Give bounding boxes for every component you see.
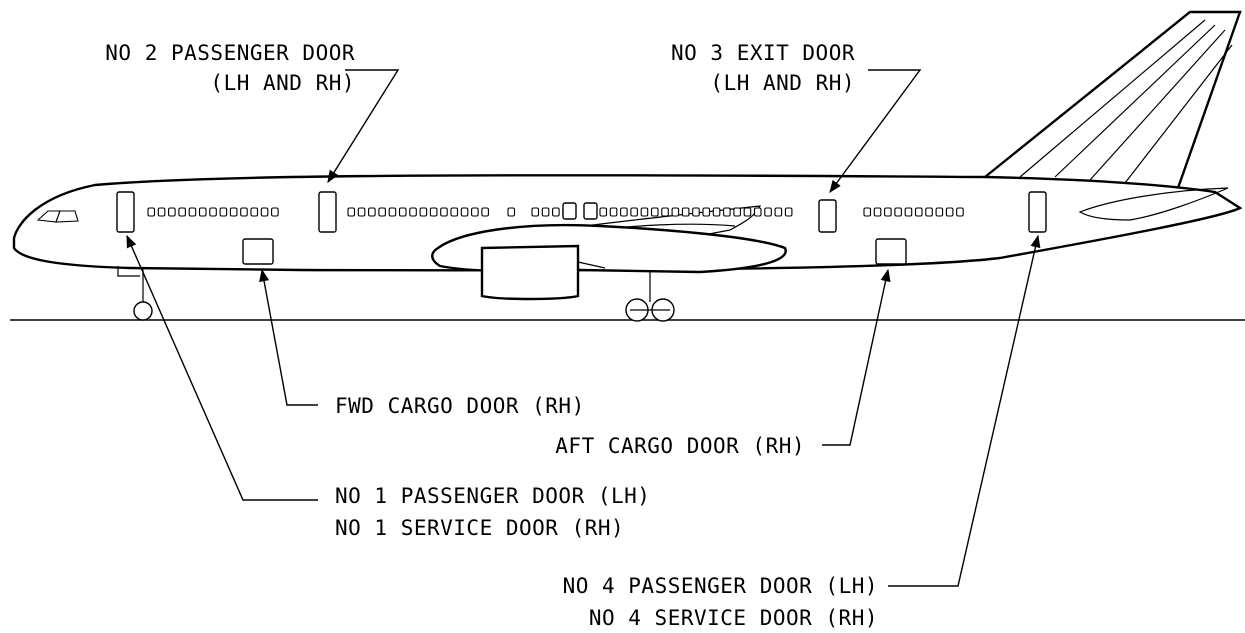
passenger-window [531, 207, 540, 217]
leader-fwd-cargo [259, 268, 318, 406]
label-no4-passenger: NO 4 PASSENGER DOOR (LH) [563, 574, 878, 598]
passenger-window [935, 207, 944, 217]
passenger-window [450, 207, 459, 217]
no2-passenger-door [318, 191, 337, 233]
passenger-window [168, 207, 176, 217]
horizontal-stabilizer [1078, 187, 1229, 221]
passenger-window [388, 207, 397, 217]
passenger-window [671, 207, 680, 217]
passenger-window [240, 207, 248, 217]
passenger-window [925, 207, 933, 217]
passenger-window [661, 207, 669, 217]
passenger-window [250, 207, 259, 217]
passenger-window [640, 207, 649, 217]
passenger-window [260, 207, 269, 217]
passenger-window [712, 207, 721, 217]
passenger-window [681, 207, 690, 217]
no3-exit-door [818, 199, 837, 233]
passenger-window [409, 207, 417, 217]
overwing-exit-2 [583, 202, 598, 220]
label-fwd-cargo: FWD CARGO DOOR (RH) [335, 394, 585, 418]
leader-aft-cargo [822, 268, 891, 446]
passenger-window [863, 207, 872, 217]
nose-landing-gear [117, 266, 153, 321]
passenger-window [541, 207, 550, 217]
passenger-window [398, 207, 407, 217]
passenger-window [552, 207, 560, 217]
passenger-window [702, 207, 711, 217]
passenger-window [620, 207, 628, 217]
passenger-window [271, 207, 279, 217]
passenger-window [507, 207, 516, 217]
passenger-window [440, 207, 448, 217]
label-no1-passenger: NO 1 PASSENGER DOOR (LH) [335, 484, 650, 508]
main-landing-gear [625, 272, 675, 322]
passenger-window [147, 207, 156, 217]
window-row [147, 207, 964, 217]
passenger-window [904, 207, 913, 217]
fwd-cargo-door [242, 238, 274, 265]
passenger-window [178, 207, 186, 217]
label-no2-passenger-line1: NO 2 PASSENGER DOOR [105, 41, 355, 65]
no1-passenger-door [116, 191, 135, 233]
leader-no1 [126, 234, 318, 501]
leader-no3-exit [829, 69, 922, 194]
passenger-window [723, 207, 731, 217]
passenger-window [157, 207, 166, 217]
passenger-window [743, 207, 752, 217]
passenger-window [884, 207, 892, 217]
tail-fin [981, 10, 1242, 190]
passenger-window [357, 207, 366, 217]
passenger-window [599, 207, 608, 217]
no4-passenger-door [1028, 191, 1047, 233]
passenger-window [209, 207, 217, 217]
passenger-window [219, 207, 228, 217]
overwing-exit-1 [562, 202, 577, 220]
passenger-window [229, 207, 238, 217]
passenger-window [419, 207, 428, 217]
passenger-window [378, 207, 386, 217]
passenger-window [347, 207, 356, 217]
passenger-window [630, 207, 638, 217]
label-aft-cargo: AFT CARGO DOOR (RH) [555, 434, 805, 458]
passenger-window [753, 207, 762, 217]
label-no1-service: NO 1 SERVICE DOOR (RH) [335, 516, 624, 540]
cockpit-windows [36, 210, 79, 223]
label-no2-passenger-line2: (LH AND RH) [210, 71, 355, 95]
leader-no2-passenger [327, 69, 400, 184]
label-no4-service: NO 4 SERVICE DOOR (RH) [589, 606, 878, 630]
passenger-window [368, 207, 376, 217]
aft-cargo-door [875, 238, 907, 265]
passenger-window [774, 207, 783, 217]
passenger-window [650, 207, 659, 217]
passenger-window [945, 207, 954, 217]
passenger-window [956, 207, 964, 217]
passenger-window [198, 207, 207, 217]
passenger-window [609, 207, 618, 217]
label-no3-exit-line1: NO 3 EXIT DOOR [671, 41, 855, 65]
passenger-window [460, 207, 469, 217]
passenger-window [764, 207, 772, 217]
passenger-window [692, 207, 700, 217]
passenger-window [471, 207, 479, 217]
label-no3-exit-line2: (LH AND RH) [710, 71, 855, 95]
passenger-window [894, 207, 902, 217]
passenger-window [429, 207, 438, 217]
passenger-window [873, 207, 882, 217]
engine-nacelle [431, 223, 787, 301]
passenger-window [733, 207, 741, 217]
passenger-window [914, 207, 923, 217]
leader-no4 [888, 234, 1041, 587]
passenger-window [784, 207, 793, 217]
passenger-window [481, 207, 489, 217]
passenger-window [188, 207, 197, 217]
